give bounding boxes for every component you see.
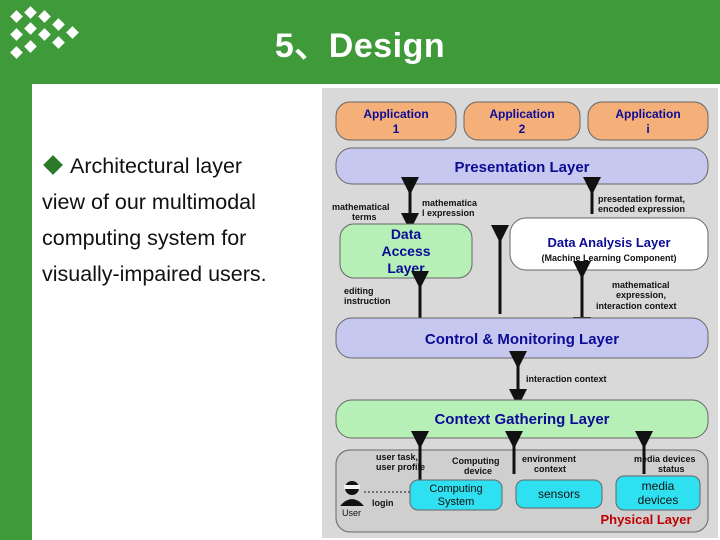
data-access-line3: Layer — [387, 260, 425, 276]
application-box-2: Application 2 — [463, 101, 581, 141]
slide-title: 5、Design — [274, 27, 446, 65]
presentation-layer-label: Presentation Layer — [454, 159, 589, 176]
media-devices-line1: media — [642, 479, 675, 493]
sensors-label: sensors — [538, 487, 580, 501]
label-math-terms-1: mathematical — [332, 202, 390, 212]
bullet-line-1: Architectural layer — [70, 154, 243, 178]
label-editing-1: editing — [344, 286, 374, 296]
label-media-status-1: media devices — [634, 454, 696, 464]
label-computing-device-2: device — [464, 466, 492, 476]
label-env-context-2: context — [534, 464, 566, 474]
diamond-bullet-icon — [43, 155, 63, 175]
media-devices-box: media devices — [615, 475, 701, 511]
presentation-layer: Presentation Layer — [335, 147, 709, 185]
label-math-interact-2: expression, — [616, 290, 666, 300]
appi-line1: Application — [615, 107, 680, 121]
label-math-terms-2: terms — [352, 212, 377, 222]
sensors-box: sensors — [515, 479, 603, 509]
data-access-line2: Access — [381, 243, 430, 259]
label-presentation-format-1: presentation format, — [598, 194, 685, 204]
user-icon — [340, 481, 364, 506]
application-box-i: Application i — [587, 101, 709, 141]
data-access-layer: Data Access Layer — [339, 223, 473, 279]
app2-line2: 2 — [519, 122, 526, 136]
dot-grid-logo-icon — [10, 6, 79, 59]
label-interaction-context: interaction context — [526, 374, 607, 384]
app1-line1: Application — [363, 107, 428, 121]
control-monitoring-layer: Control & Monitoring Layer — [335, 317, 709, 359]
label-math-expr-2: l expression — [422, 208, 475, 218]
label-math-interact-3: interaction context — [596, 301, 677, 311]
application-box-1: Application 1 — [335, 101, 457, 141]
label-env-context-1: environment — [522, 454, 576, 464]
bullet-line-3: computing system for — [42, 226, 247, 250]
computing-system-box: Computing System — [409, 479, 503, 511]
control-layer-label: Control & Monitoring Layer — [425, 331, 619, 348]
bullet-text: Architectural layer view of our multimod… — [42, 148, 318, 292]
physical-layer-label: Physical Layer — [600, 512, 691, 527]
context-layer-label: Context Gathering Layer — [434, 411, 609, 428]
login-label: login — [372, 498, 394, 508]
bullet-line-2: view of our multimodal — [42, 190, 256, 214]
left-accent-strip — [0, 72, 32, 540]
label-editing-2: instruction — [344, 296, 391, 306]
media-devices-line2: devices — [638, 493, 679, 507]
label-user-task-2: user profile — [376, 462, 425, 472]
data-analysis-subtitle: (Machine Learning Component) — [542, 253, 677, 263]
label-computing-device-1: Computing — [452, 456, 500, 466]
data-analysis-title: Data Analysis Layer — [547, 235, 670, 250]
data-analysis-layer: Data Analysis Layer (Machine Learning Co… — [509, 217, 709, 271]
app1-line2: 1 — [393, 122, 400, 136]
label-math-expr-1: mathematica — [422, 198, 478, 208]
label-presentation-format-2: encoded expression — [598, 204, 685, 214]
top-accent-band — [32, 72, 720, 84]
user-label: User — [342, 508, 361, 518]
architecture-diagram: Application 1 Application 2 Application … — [322, 88, 718, 538]
context-gathering-layer: Context Gathering Layer — [335, 399, 709, 439]
label-math-interact-1: mathematical — [612, 280, 670, 290]
slide-header: 5、Design — [0, 0, 720, 72]
app2-line1: Application — [489, 107, 554, 121]
label-media-status-2: status — [658, 464, 685, 474]
computing-system-line1: Computing — [429, 483, 482, 495]
bullet-line-4: visually-impaired users. — [42, 262, 267, 286]
label-user-task-1: user task, — [376, 452, 418, 462]
data-access-line1: Data — [391, 226, 422, 242]
computing-system-line2: System — [438, 496, 475, 508]
appi-line2: i — [646, 122, 649, 136]
